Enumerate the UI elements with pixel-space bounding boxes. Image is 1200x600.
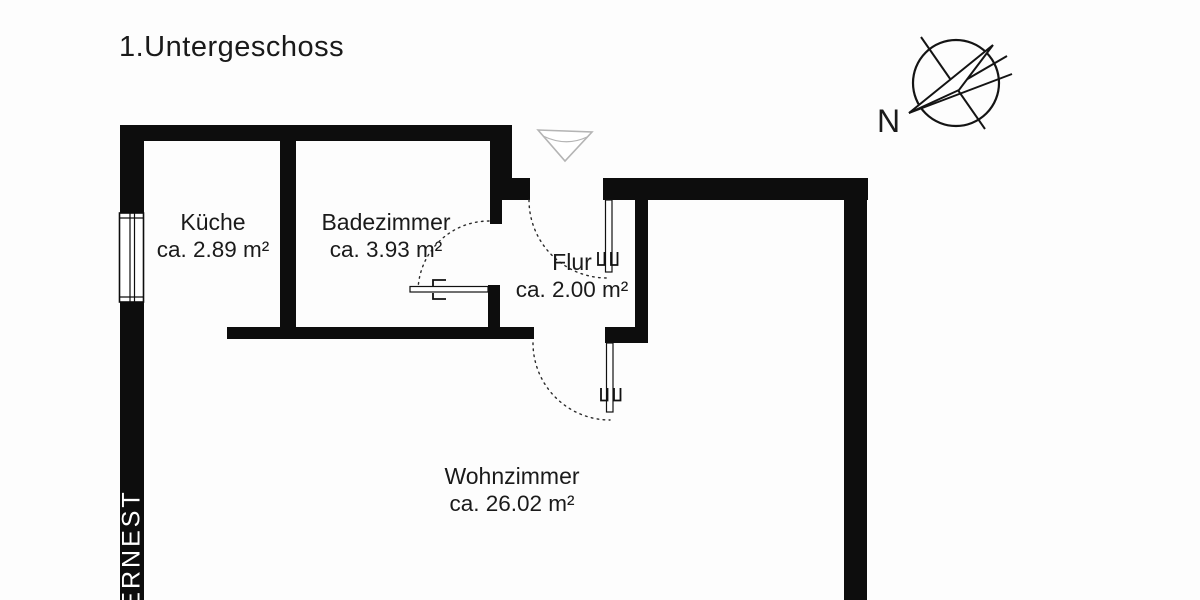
wall-segment [120,302,144,600]
wall-segment [488,285,500,339]
room-label-wohnzimmer: Wohnzimmer ca. 26.02 m² [444,462,579,518]
wall-segment [635,200,648,327]
entrance-arrow-icon [536,129,594,163]
wall-segment [490,200,502,224]
room-name: Badezimmer [321,209,451,235]
door-swing-arc-entrance [528,199,608,279]
door-stop-icon [613,388,622,402]
window-symbol [118,212,145,303]
wall-segment [490,141,512,178]
walls [120,125,868,600]
wall-segment [490,178,530,200]
door-stop-icon [432,293,446,300]
door-stop-icon [432,279,446,286]
room-label-flur: Flur ca. 2.00 m² [516,248,629,304]
door-swing-arc-badezimmer [417,220,490,293]
door-stop-icon [610,252,619,266]
wall-segment [605,327,648,343]
door-leaf-entrance [604,199,613,273]
room-name: Wohnzimmer [444,463,580,489]
page-title: 1.Untergeschoss [119,31,345,63]
room-area: ca. 26.02 m² [449,491,575,516]
wall-segment [120,125,512,141]
room-name: Flur [552,249,592,275]
room-area: ca. 2.00 m² [515,277,629,302]
wall-segment [120,125,144,213]
room-label-kueche: Küche ca. 2.89 m² [157,208,270,264]
room-label-badezimmer: Badezimmer ca. 3.93 m² [321,208,450,264]
compass-rose-icon [908,36,1013,130]
wall-segment [280,141,296,339]
room-name: Küche [180,209,246,235]
room-area: ca. 2.89 m² [156,237,270,262]
wall-segment [603,178,868,200]
wall-segment [227,327,534,339]
door-stop-icon [597,252,606,266]
watermark-text: ERNEST [117,489,146,600]
door-stop-icon [600,388,609,402]
door-swing-arc-wohnzimmer [532,342,611,421]
door-swing-arcs [417,199,611,421]
door-leaf-badezimmer [409,285,489,293]
wall-segment [844,200,867,600]
door-leaves [409,199,622,413]
compass-north-label: N [877,103,901,139]
door-leaf-wohnzimmer [605,342,614,413]
room-area: ca. 3.93 m² [329,237,443,262]
compass-needle [908,44,994,114]
